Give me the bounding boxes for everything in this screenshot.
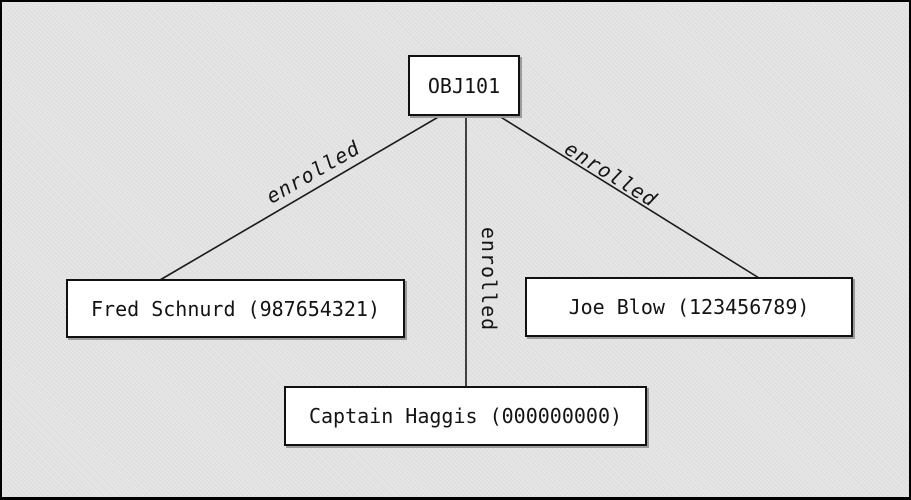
- edge-label-enrolled-fred: enrolled: [261, 135, 365, 209]
- node-captain-haggis: Captain Haggis (000000000): [284, 386, 647, 446]
- edge-line-obj101-fred: [159, 115, 441, 281]
- edge-label-enrolled-joe: enrolled: [560, 136, 662, 212]
- edge-label-enrolled-captain: enrolled: [477, 226, 501, 332]
- node-joe-blow: Joe Blow (123456789): [525, 277, 853, 337]
- node-fred-schnurd: Fred Schnurd (987654321): [66, 279, 405, 338]
- node-obj101: OBJ101: [408, 55, 520, 116]
